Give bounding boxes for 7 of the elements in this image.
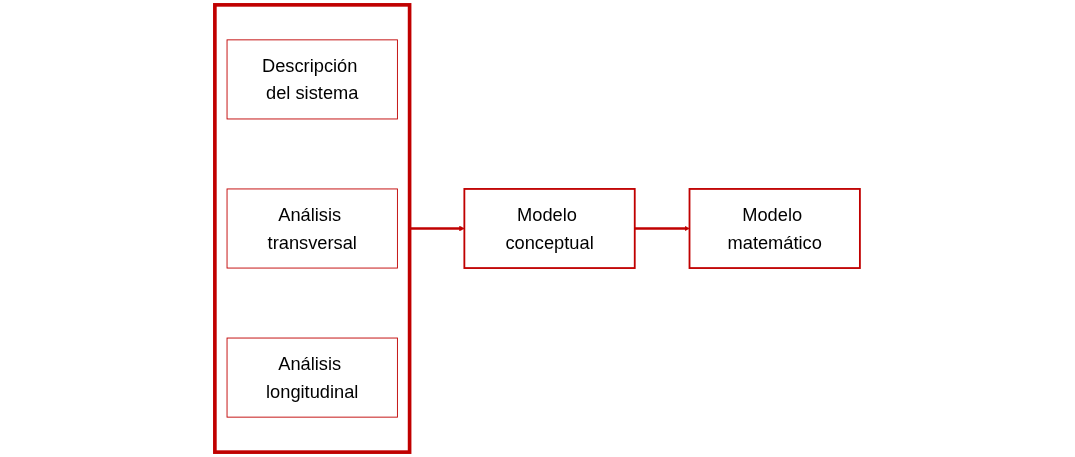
node-box: Análisis longitudinal	[226, 337, 398, 418]
node-box: Modelo matemático	[688, 188, 861, 269]
arrow	[634, 225, 690, 232]
cluster	[213, 3, 412, 454]
node-box: Descripción del sistema	[226, 39, 398, 120]
node-box: Análisis transversal	[226, 188, 398, 269]
node-box: Modelo conceptual	[463, 188, 636, 269]
